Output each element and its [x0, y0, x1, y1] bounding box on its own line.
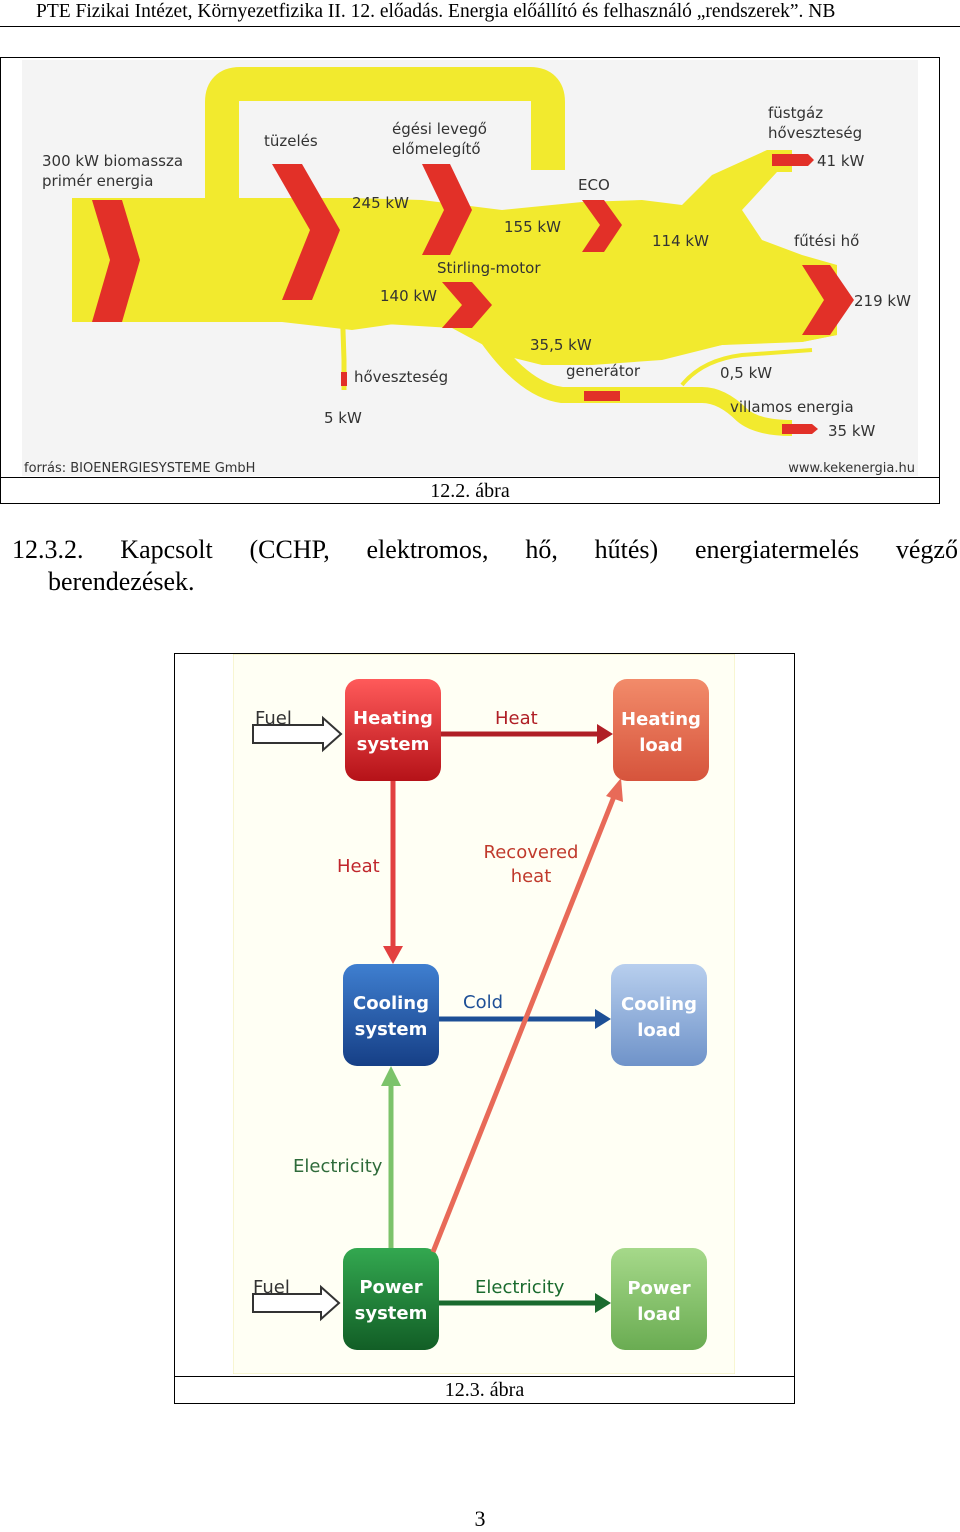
figure2-caption: 12.3. ábra [444, 1379, 525, 1401]
section-heading-line1: 12.3.2. Kapcsolt (CCHP, elektromos, hő, … [12, 534, 958, 566]
page-number: 3 [474, 1506, 486, 1531]
fuel-label-bottom: Fuel [253, 1277, 290, 1298]
heating-system-box [345, 679, 441, 781]
label-eco: ECO [578, 176, 610, 194]
label-41kw: 41 kW [817, 152, 865, 170]
flow-loop [205, 67, 565, 210]
label-generator: generátor [566, 362, 641, 380]
generator-bar [584, 391, 620, 401]
heatloss-bar [341, 372, 347, 386]
label-155kw: 155 kW [504, 218, 561, 236]
label-primary-1: 300 kW biomassza [42, 152, 183, 170]
header-text: PTE Fizikai Intézet, Környezetfizika II.… [36, 1, 836, 22]
cooling-load-label-2: load [637, 1020, 681, 1041]
cooling-load-box [611, 964, 707, 1066]
label-114kw: 114 kW [652, 232, 709, 250]
label-5kw: 5 kW [324, 409, 362, 427]
label-35kw: 35 kW [828, 422, 876, 440]
power-system-box [343, 1248, 439, 1350]
heating-load-box [613, 679, 709, 781]
power-load-label-1: Power [627, 1278, 690, 1299]
flow-main [72, 150, 837, 360]
fuel-arrow-bottom [252, 1284, 341, 1322]
section-word: hő, [525, 535, 558, 564]
section-word: 12.3.2. [12, 535, 84, 564]
heat-label-top: Heat [495, 708, 538, 729]
heat-arrowhead-down [383, 946, 403, 964]
chevron-eco [582, 200, 622, 252]
figure2-caption-row: 12.3. ábra [174, 1376, 795, 1404]
figure1-caption-row: 12.2. ábra [0, 477, 940, 504]
arrow-flue [772, 154, 814, 166]
cooling-load-label-1: Cooling [621, 994, 697, 1015]
section-heading: 12.3.2. Kapcsolt (CCHP, elektromos, hő, … [12, 534, 958, 598]
cchp-diagram: Heating system Heating load Cooling syst… [233, 654, 735, 1374]
electricity-label-left: Electricity [293, 1156, 383, 1177]
cooling-system-label-1: Cooling [353, 993, 429, 1014]
chevron-2 [272, 164, 340, 300]
arrow-electric [782, 424, 818, 434]
recovered-label-1: Recovered [484, 842, 579, 863]
source-left: forrás: BIOENERGIESYSTEME GmbH [24, 461, 255, 476]
recovered-label-2: heat [511, 866, 552, 887]
electricity-label-bottom: Electricity [475, 1277, 565, 1298]
fuel-label-top: Fuel [255, 708, 292, 729]
label-primary-2: primér energia [42, 172, 153, 190]
fuel-arrow-top [252, 715, 343, 753]
label-fustgaz-2: hőveszteség [768, 124, 862, 142]
label-stirling: Stirling-motor [437, 259, 541, 277]
label-egesi-2: előmelegítő [392, 140, 481, 158]
label-fustgaz-1: füstgáz [768, 104, 823, 122]
heating-system-label-1: Heating [353, 708, 433, 729]
heating-load-label-2: load [639, 735, 683, 756]
cold-label: Cold [463, 992, 503, 1013]
label-tuzeles: tüzelés [264, 132, 318, 150]
chevron-heat [802, 265, 854, 335]
heat-label-left: Heat [337, 856, 380, 877]
chevron-3 [422, 164, 472, 255]
label-35-5kw: 35,5 kW [530, 336, 592, 354]
heating-system-label-2: system [357, 734, 430, 755]
label-245kw: 245 kW [352, 194, 409, 212]
sankey-diagram: 300 kW biomassza primér energia tüzelés … [22, 60, 918, 476]
label-219kw: 219 kW [854, 292, 911, 310]
heating-load-label-1: Heating [621, 709, 701, 730]
chevron-stirling [442, 282, 492, 328]
figure1-frame [0, 57, 940, 504]
recovered-heat-arrowhead [606, 778, 623, 802]
chevron-1 [92, 200, 140, 322]
heat-arrowhead-top [597, 724, 613, 744]
power-load-box [611, 1248, 707, 1350]
electricity-arrowhead-up [381, 1066, 401, 1086]
flow-generator [475, 325, 793, 436]
cold-arrowhead [595, 1009, 611, 1029]
label-0-5kw: 0,5 kW [720, 364, 772, 382]
label-villamos: villamos energia [730, 398, 854, 416]
label-hoveszteseg: hőveszteség [354, 368, 448, 386]
label-140kw: 140 kW [380, 287, 437, 305]
section-word: hűtés) [594, 535, 659, 564]
label-egesi-1: égési levegő [392, 120, 487, 138]
source-right: www.kekenergia.hu [788, 461, 915, 476]
page-header: PTE Fizikai Intézet, Környezetfizika II.… [0, 0, 960, 27]
section-word: (CCHP, [249, 535, 330, 564]
section-heading-line2: berendezések. [48, 567, 195, 596]
section-word: Kapcsolt [120, 535, 213, 564]
section-word: végző [895, 535, 958, 564]
section-word: energiatermelés [694, 535, 860, 564]
flow-0-5kw [680, 348, 813, 387]
cooling-system-label-2: system [355, 1019, 428, 1040]
power-system-label-2: system [355, 1303, 428, 1324]
cooling-system-box [343, 964, 439, 1066]
recovered-heat-arrow [430, 793, 618, 1253]
label-futesi: fűtési hő [794, 232, 859, 250]
power-load-label-2: load [637, 1304, 681, 1325]
figure1-caption: 12.2. ábra [430, 480, 510, 502]
section-word: elektromos, [366, 535, 489, 564]
electricity-arrowhead-right [595, 1293, 611, 1313]
power-system-label-1: Power [359, 1277, 422, 1298]
